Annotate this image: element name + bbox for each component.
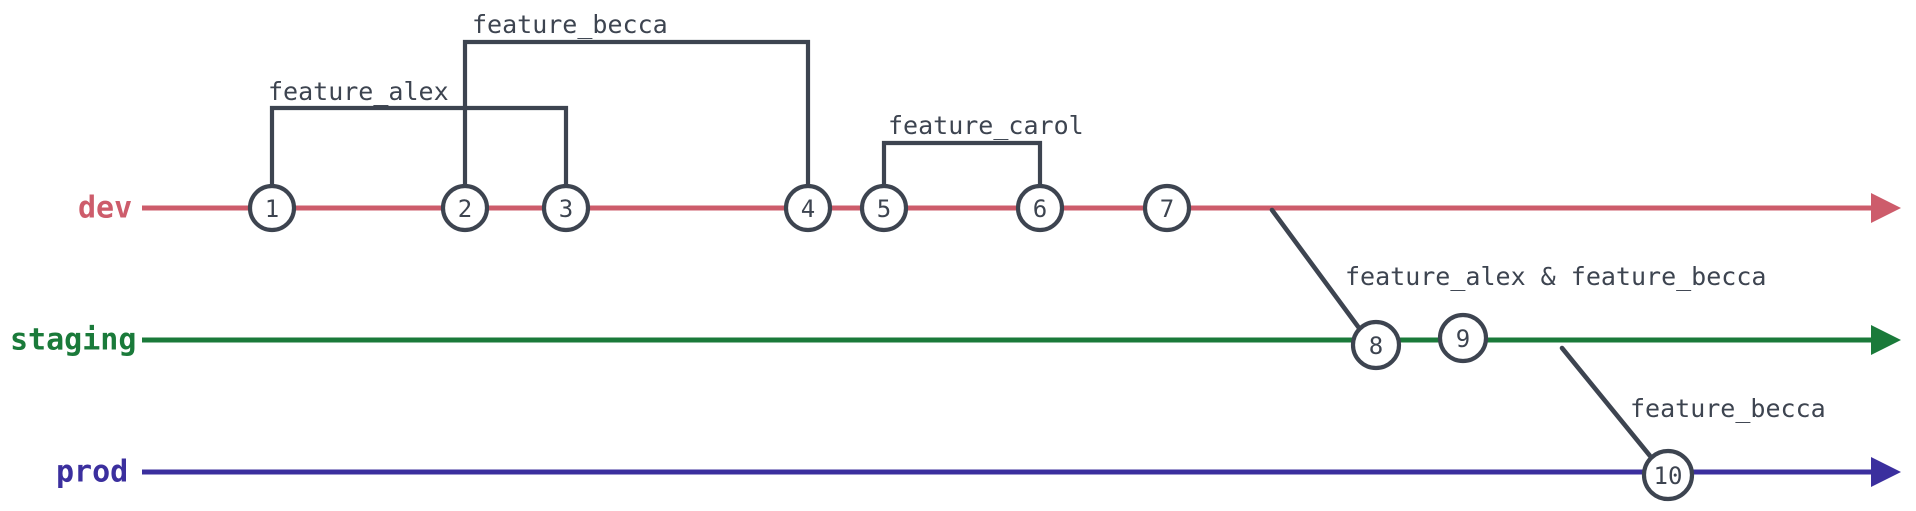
commit-number-9: 9: [1456, 325, 1470, 353]
commit-circle-8[interactable]: [1350, 319, 1402, 371]
commit-number-5: 5: [877, 195, 891, 223]
feature-labels-group: feature_alex feature_becca feature_carol: [268, 10, 1084, 140]
commit-node-2[interactable]: 2: [440, 183, 490, 233]
feature-bracket-feature_becca: [462, 39, 811, 186]
commit-node-1[interactable]: 1: [247, 183, 297, 233]
commit-nodes-group: 1 2 3 4 5 6 7: [247, 183, 1695, 502]
feature-label-feature_becca: feature_becca: [472, 10, 668, 39]
commit-node-7[interactable]: 7: [1142, 183, 1192, 233]
commit-circle-1[interactable]: [247, 183, 297, 233]
branch-label-staging: staging: [10, 323, 136, 358]
feature-bracket-feature_carol: [881, 140, 1043, 186]
commit-node-9[interactable]: 9: [1437, 312, 1489, 364]
feature-bracket-feature_alex: [269, 105, 569, 186]
commit-number-1: 1: [265, 195, 279, 223]
branch-labels-group: dev staging prod: [10, 191, 136, 490]
commit-number-7: 7: [1160, 195, 1174, 223]
commit-circle-6[interactable]: [1015, 183, 1065, 233]
merge-label-dev-to-staging: feature_alex & feature_becca: [1345, 262, 1766, 291]
commit-number-4: 4: [801, 195, 815, 223]
commit-number-10: 10: [1654, 462, 1683, 490]
commit-circle-5[interactable]: [859, 183, 909, 233]
commit-node-4[interactable]: 4: [783, 183, 833, 233]
merge-lines-group: [1269, 207, 1658, 465]
commit-number-8: 8: [1369, 332, 1383, 360]
merge-line-staging-to-prod: [1559, 345, 1658, 465]
commit-node-8[interactable]: 8: [1350, 319, 1402, 371]
commit-node-5[interactable]: 5: [859, 183, 909, 233]
commit-node-10[interactable]: 10: [1641, 448, 1695, 502]
commit-circle-4[interactable]: [783, 183, 833, 233]
commit-circle-9[interactable]: [1437, 312, 1489, 364]
commit-node-3[interactable]: 3: [541, 183, 591, 233]
commit-circle-10[interactable]: [1641, 448, 1695, 502]
commit-number-6: 6: [1033, 195, 1047, 223]
feature-label-feature_alex: feature_alex: [268, 77, 449, 106]
branch-lines-group: [142, 193, 1901, 487]
commit-circle-3[interactable]: [541, 183, 591, 233]
feature-label-feature_carol: feature_carol: [888, 111, 1084, 140]
commit-number-2: 2: [458, 195, 472, 223]
commit-node-6[interactable]: 6: [1015, 183, 1065, 233]
merge-labels-group: feature_alex & feature_becca feature_bec…: [1345, 262, 1826, 423]
commit-number-3: 3: [559, 195, 573, 223]
feature-brackets-group: [269, 39, 1043, 186]
branch-label-prod: prod: [56, 455, 128, 490]
merge-label-staging-to-prod: feature_becca: [1630, 394, 1826, 423]
commit-circle-2[interactable]: [440, 183, 490, 233]
branch-label-dev: dev: [78, 191, 132, 226]
merge-line-dev-to-staging: [1269, 207, 1365, 335]
commit-circle-7[interactable]: [1142, 183, 1192, 233]
